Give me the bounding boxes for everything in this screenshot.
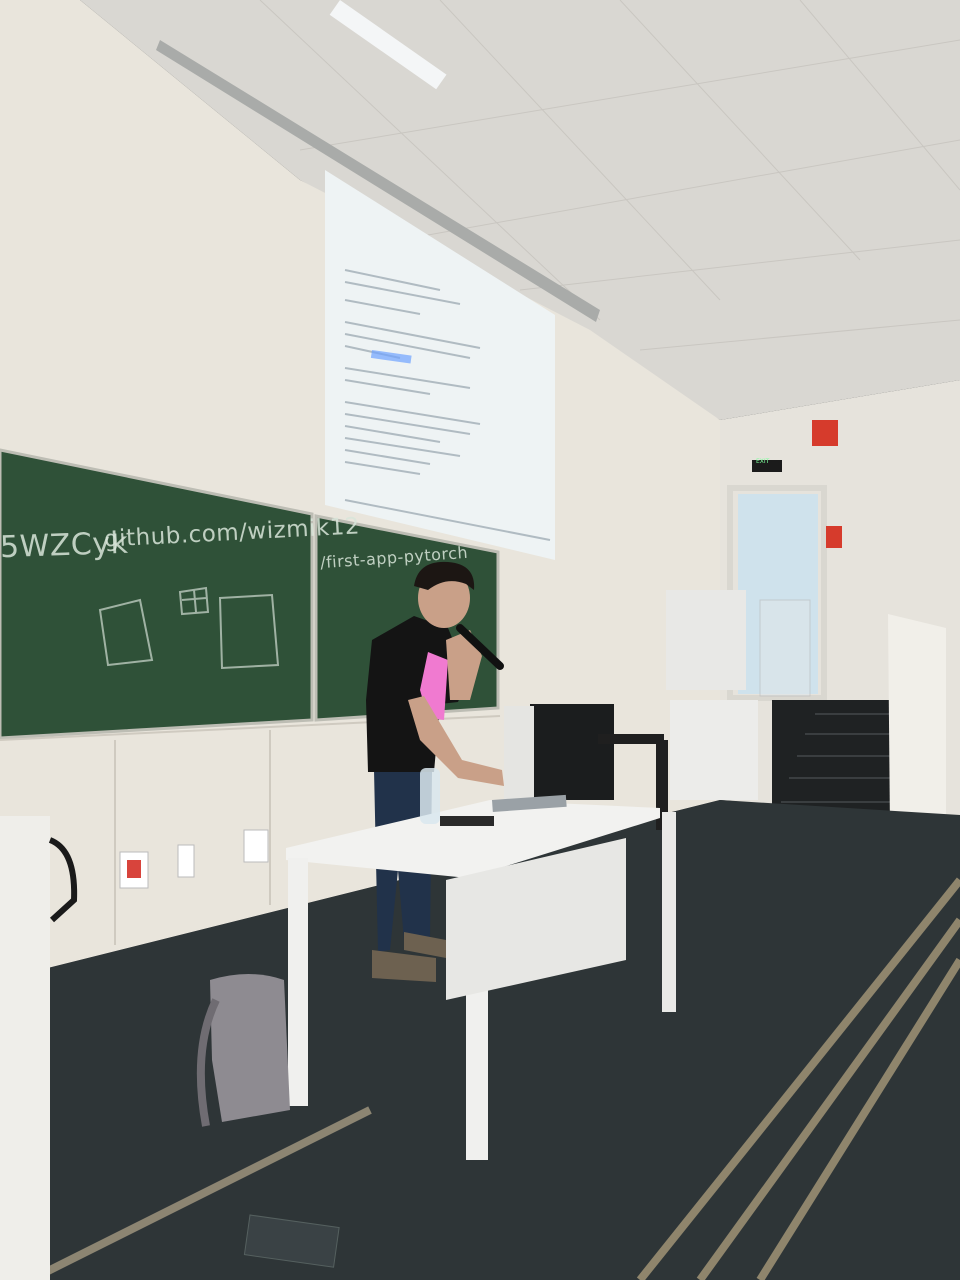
exit-sign-text: EXIT <box>756 458 770 465</box>
floor-stripes <box>636 877 960 1280</box>
glass-railing <box>759 599 811 697</box>
backpack <box>210 974 290 1122</box>
stairs <box>772 700 890 830</box>
tablet <box>440 816 494 826</box>
monitor <box>530 704 614 800</box>
floor-line <box>38 1106 372 1279</box>
presenter-arm-right <box>446 630 482 700</box>
presenter-hair <box>414 561 475 590</box>
presenter-shirt <box>366 616 468 772</box>
monitor-pole <box>656 740 668 830</box>
lectern-side <box>504 706 534 806</box>
ceiling-light <box>329 0 447 90</box>
exit-sign <box>752 460 782 472</box>
screen-text-lines <box>344 269 551 541</box>
chair <box>48 837 78 923</box>
microphone <box>456 624 504 670</box>
counter <box>670 700 758 800</box>
stair-steps <box>781 713 890 803</box>
fire-sign <box>812 420 838 446</box>
presenter-shoes <box>372 932 446 982</box>
monitor-arm <box>598 734 664 744</box>
chalkboard-left <box>0 448 314 740</box>
desk-top <box>286 800 660 878</box>
ceiling <box>80 0 960 420</box>
chalk-drawings <box>98 586 280 670</box>
floor-hatch <box>243 1214 340 1268</box>
wall-outlet-2 <box>177 844 195 878</box>
backpack-strap <box>196 998 220 1127</box>
desk-leg-left <box>288 858 308 1106</box>
stair-wall <box>888 614 946 830</box>
desk-leg-right <box>662 812 676 1012</box>
projection-screen <box>325 170 555 560</box>
extinguisher-sign <box>826 526 842 548</box>
lectern-cabinet <box>666 590 746 690</box>
side-podium <box>0 816 50 1280</box>
light-rail <box>156 40 600 322</box>
power-outlet-red <box>127 860 141 878</box>
screen-highlight <box>370 350 412 364</box>
ceiling-grid <box>259 0 960 351</box>
presenter-arm-left <box>408 696 504 786</box>
laptop <box>492 794 567 812</box>
modesty-panel <box>446 838 626 1000</box>
wall-outlet-3 <box>243 829 269 863</box>
water-bottle <box>420 768 440 824</box>
